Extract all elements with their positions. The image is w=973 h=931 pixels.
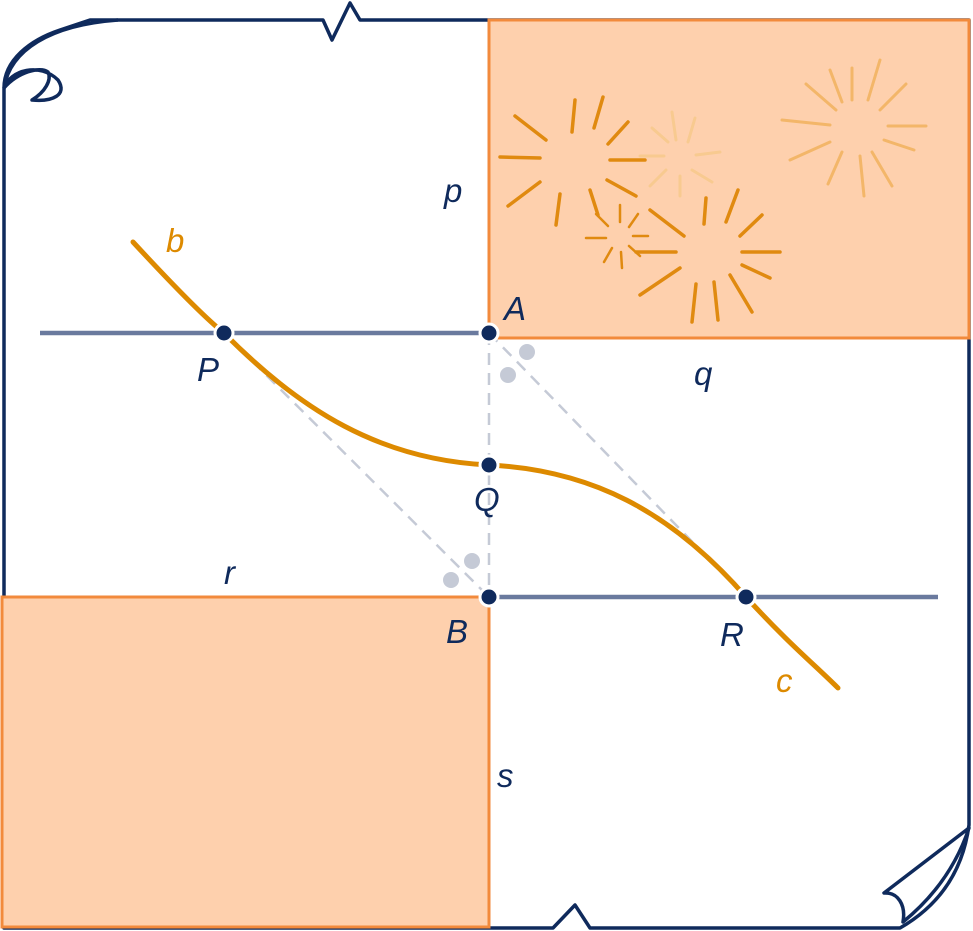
sparkle-burst-large-center <box>634 188 782 324</box>
angle-marker-dot <box>519 344 535 360</box>
angle-marker-dot <box>464 553 480 569</box>
sparkle-burst-faint-right <box>780 58 928 198</box>
label-s: s <box>497 757 514 794</box>
points <box>213 322 757 608</box>
label-q: q <box>694 355 713 392</box>
bottom-right-curl <box>882 826 971 924</box>
label-p: p <box>443 172 462 209</box>
angle-marker-dot <box>443 572 459 588</box>
point-B <box>478 586 500 608</box>
label-Q: Q <box>474 481 500 518</box>
top-left-curl-edge <box>2 18 119 89</box>
label-B: B <box>446 613 468 650</box>
sparkle-burst-large-left <box>498 95 647 227</box>
label-b: b <box>166 222 184 259</box>
point-Q <box>478 454 500 476</box>
label-R: R <box>720 616 744 653</box>
point-R <box>735 586 757 608</box>
top-left-curl <box>2 67 63 103</box>
sparkle-burst-faint-center <box>638 110 722 198</box>
label-A: A <box>502 290 526 327</box>
point-P <box>213 322 235 344</box>
label-r: r <box>224 554 237 591</box>
sparkle-burst-small <box>584 203 650 270</box>
label-P: P <box>197 351 219 388</box>
angle-markers <box>443 344 535 588</box>
point-A <box>478 322 500 344</box>
lower-left-region <box>0 595 491 929</box>
angle-marker-dot <box>500 367 516 383</box>
label-c: c <box>776 662 793 699</box>
upper-right-region <box>487 18 971 340</box>
